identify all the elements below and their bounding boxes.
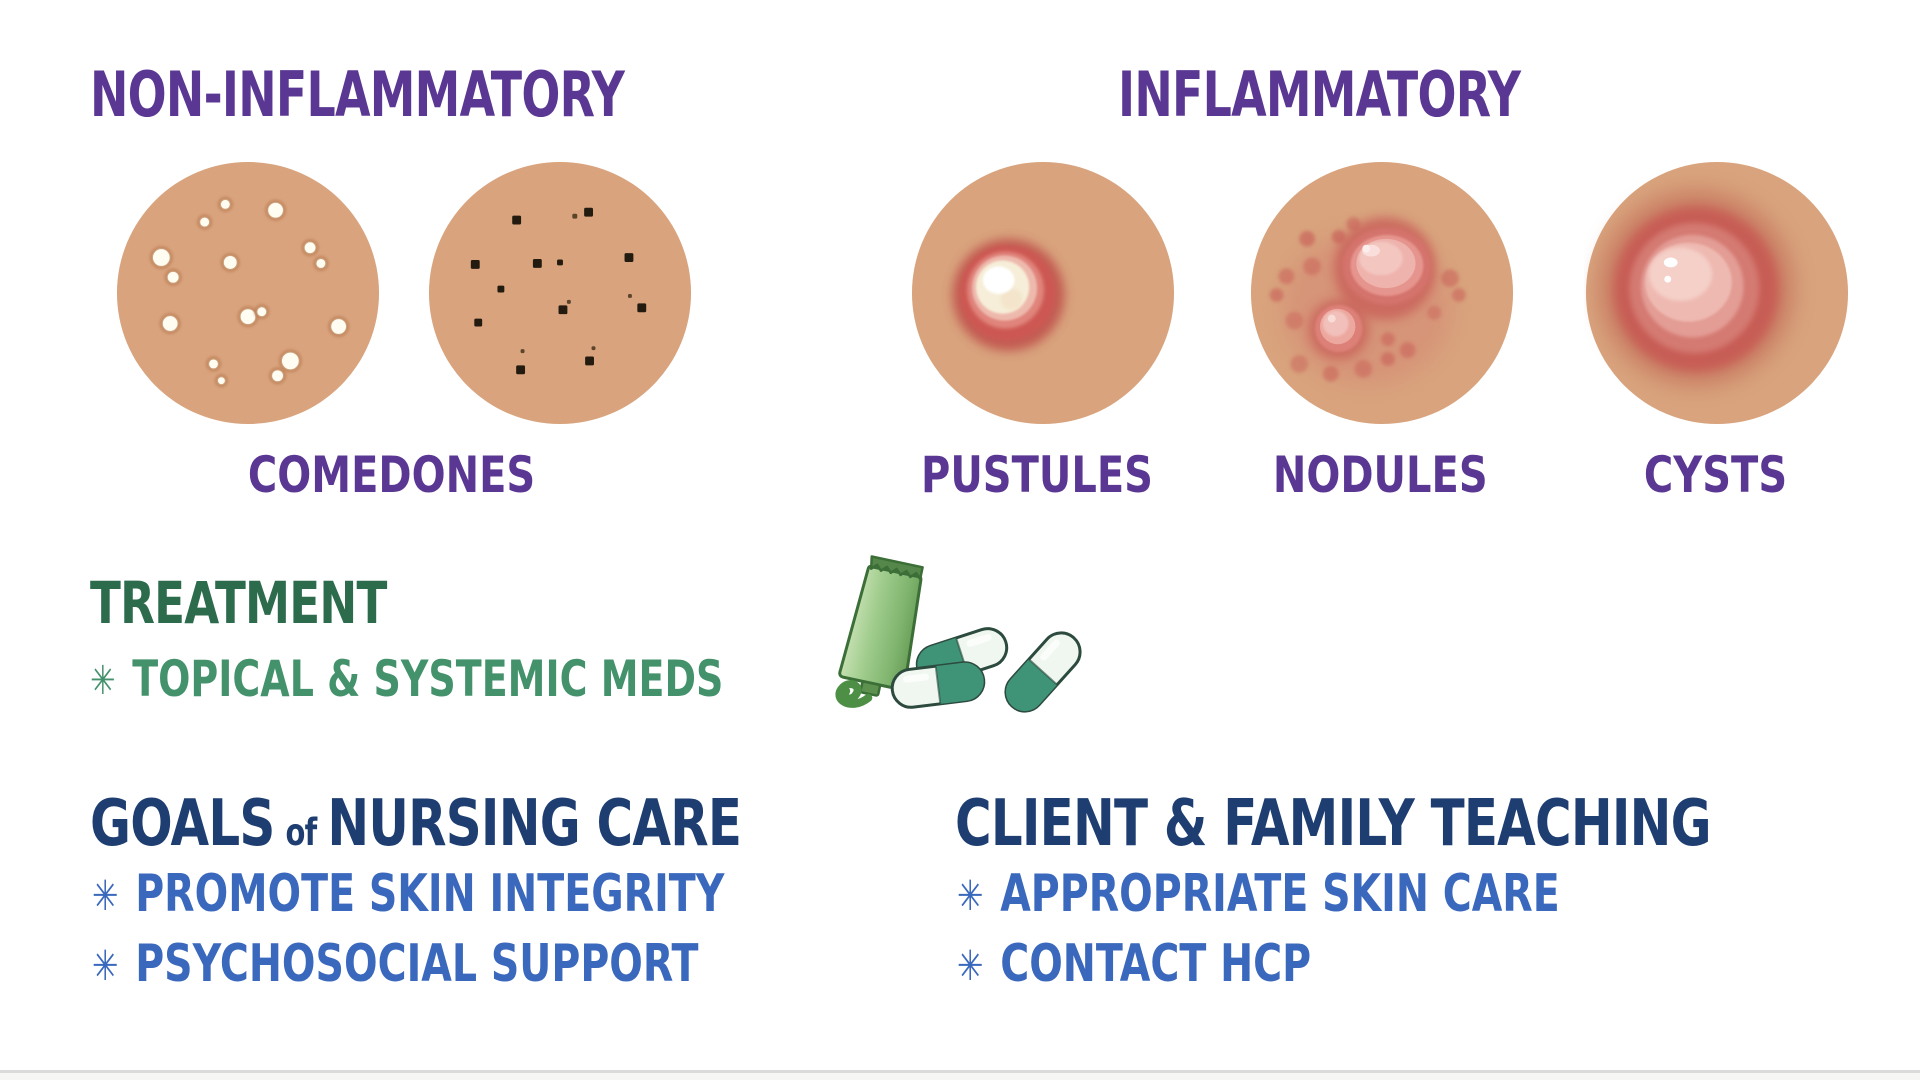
goals-bullet-1: ✳ PROMOTE SKIN INTEGRITY (92, 868, 724, 920)
cysts-label-text: CYSTS (1644, 446, 1788, 504)
inflammatory-title: INFLAMMATORY (1118, 58, 1521, 131)
capsule-icon (1004, 631, 1082, 713)
teaching-bullet-2-text: CONTACT HCP (1000, 934, 1312, 994)
teaching-title: CLIENT & FAMILY TEACHING (955, 787, 1712, 861)
nodules-skin-icon (1250, 161, 1514, 425)
pustule-skin-icon (911, 161, 1175, 425)
goals-bullet-1-text: PROMOTE SKIN INTEGRITY (135, 864, 725, 924)
asterisk-bullet-icon: ✳ (90, 658, 116, 704)
goals-title-of: of (285, 811, 317, 854)
pustules-label: PUSTULES (837, 450, 1237, 500)
goals-bullet-2: ✳ PSYCHOSOCIAL SUPPORT (92, 938, 699, 990)
treatment-title: TREATMENT (90, 569, 387, 637)
treatment-bullet-text: TOPICAL & SYSTEMIC MEDS (132, 650, 724, 708)
comedones-label: COMEDONES (192, 450, 592, 500)
asterisk-bullet-icon: ✳ (92, 871, 119, 921)
nodules-label-text: NODULES (1272, 446, 1488, 504)
treatment-bullet: ✳ TOPICAL & SYSTEMIC MEDS (90, 654, 723, 704)
goals-title-pre: GOALS (90, 787, 275, 861)
cysts-label: CYSTS (1516, 450, 1916, 500)
asterisk-bullet-icon: ✳ (957, 871, 984, 921)
bottom-strip (0, 1073, 1920, 1080)
blackheads-skin-icon (428, 161, 692, 425)
capsule-icon (890, 661, 986, 709)
nodules-label: NODULES (1180, 450, 1580, 500)
ointment-tube-and-capsules-icon (835, 555, 1082, 713)
ointment-tube-icon (835, 555, 924, 708)
goals-bullet-2-text: PSYCHOSOCIAL SUPPORT (135, 934, 699, 994)
teaching-bullet-2: ✳ CONTACT HCP (957, 938, 1311, 990)
asterisk-bullet-icon: ✳ (92, 941, 119, 991)
pustules-label-text: PUSTULES (921, 446, 1153, 504)
goals-title-post: NURSING CARE (327, 787, 742, 861)
cyst-skin-icon (1585, 161, 1849, 425)
bottom-divider (0, 1070, 1920, 1073)
asterisk-bullet-icon: ✳ (957, 941, 984, 991)
teaching-bullet-1: ✳ APPROPRIATE SKIN CARE (957, 868, 1560, 920)
teaching-bullet-1-text: APPROPRIATE SKIN CARE (1000, 864, 1560, 924)
non-inflammatory-title: NON-INFLAMMATORY (90, 58, 625, 131)
whiteheads-skin-icon (116, 161, 380, 425)
comedones-label-text: COMEDONES (248, 446, 536, 504)
